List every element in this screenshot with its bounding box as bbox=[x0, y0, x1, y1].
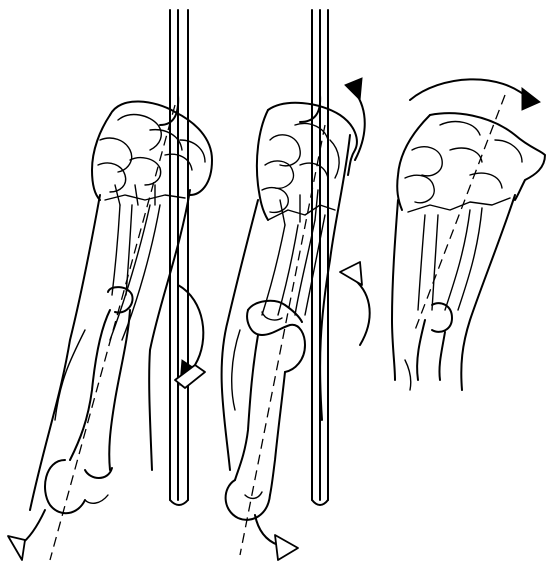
right-forearm-outline bbox=[392, 195, 515, 390]
right-clockwise-arrow-icon bbox=[410, 79, 540, 110]
middle-forearm-outline bbox=[222, 135, 350, 470]
middle-humerus bbox=[226, 301, 305, 520]
right-forearm-bones bbox=[417, 208, 482, 380]
left-bottom-arrow-icon bbox=[8, 510, 45, 560]
right-hand bbox=[397, 113, 545, 212]
left-arm-panel bbox=[8, 10, 212, 560]
left-humerus bbox=[45, 310, 130, 513]
left-rotation-arrow-icon bbox=[175, 285, 205, 388]
middle-bottom-arrow-icon bbox=[255, 515, 298, 560]
left-forearm-bones bbox=[108, 205, 160, 340]
middle-rods bbox=[300, 10, 328, 505]
right-wrist-panel bbox=[392, 79, 545, 390]
middle-arm-panel bbox=[222, 10, 370, 560]
middle-rotation-arrow-icon bbox=[340, 262, 370, 345]
right-axis-line bbox=[415, 95, 505, 330]
